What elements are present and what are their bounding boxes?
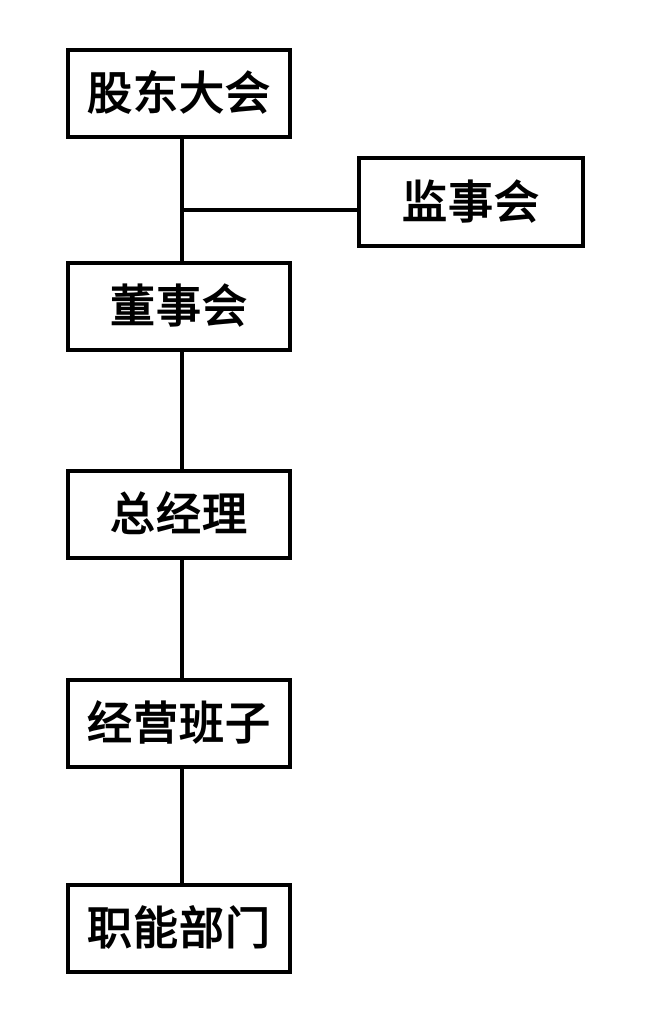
node-board-of-supervisors: 监事会	[357, 156, 585, 248]
node-management-team: 经营班子	[66, 678, 292, 769]
node-general-manager: 总经理	[66, 469, 292, 560]
node-shareholders-meeting: 股东大会	[66, 48, 292, 139]
node-label-shareholders-meeting: 股东大会	[86, 67, 271, 120]
connector-board-to-gm	[180, 352, 184, 471]
node-label-management-team: 经营班子	[86, 697, 271, 750]
connector-mgmt-to-depts	[180, 769, 184, 885]
node-label-board-of-supervisors: 监事会	[401, 175, 540, 229]
node-label-general-manager: 总经理	[109, 488, 248, 541]
node-functional-departments: 职能部门	[66, 883, 292, 974]
node-label-board-of-directors: 董事会	[109, 280, 248, 333]
node-label-functional-departments: 职能部门	[86, 902, 271, 955]
connector-shareholders-to-board	[180, 139, 184, 263]
connector-shareholders-to-supervisors	[180, 208, 359, 212]
connector-gm-to-mgmt	[180, 560, 184, 680]
node-board-of-directors: 董事会	[66, 261, 292, 352]
